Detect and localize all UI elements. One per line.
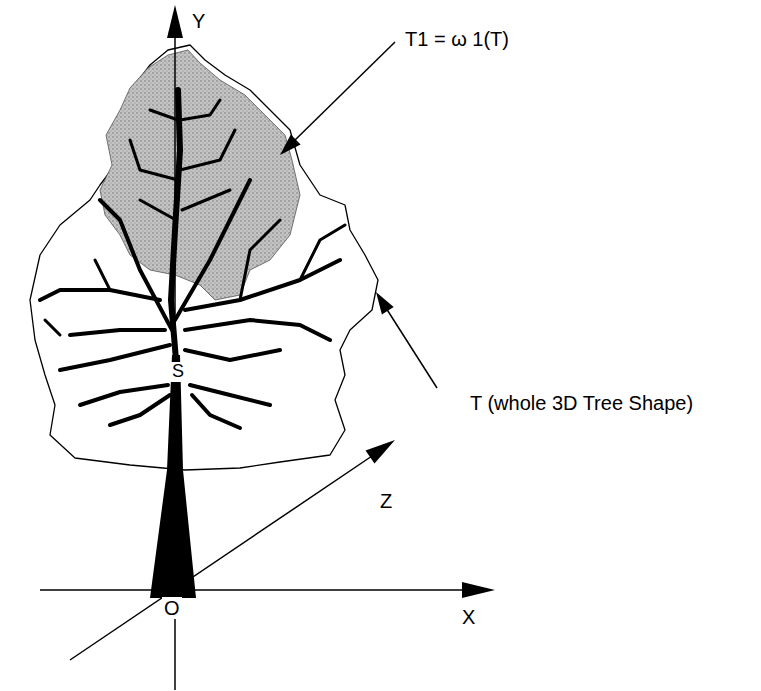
axis-arrowheads: [167, 5, 495, 598]
point-label: O: [162, 597, 182, 619]
point-label: S: [170, 362, 186, 382]
subtree-region: [100, 50, 300, 300]
axis-label: Y: [192, 10, 205, 32]
region-label: T1 = ω 1(T): [405, 28, 509, 50]
tree-outline: [30, 45, 378, 470]
leader-arrows: [280, 42, 437, 388]
axis-label: Z: [380, 490, 392, 512]
axis-label: X: [462, 606, 475, 628]
tree-trunk: [150, 355, 196, 598]
tree-branches: [40, 90, 345, 428]
region-label: T (whole 3D Tree Shape): [470, 392, 693, 414]
axes: [40, 30, 470, 690]
